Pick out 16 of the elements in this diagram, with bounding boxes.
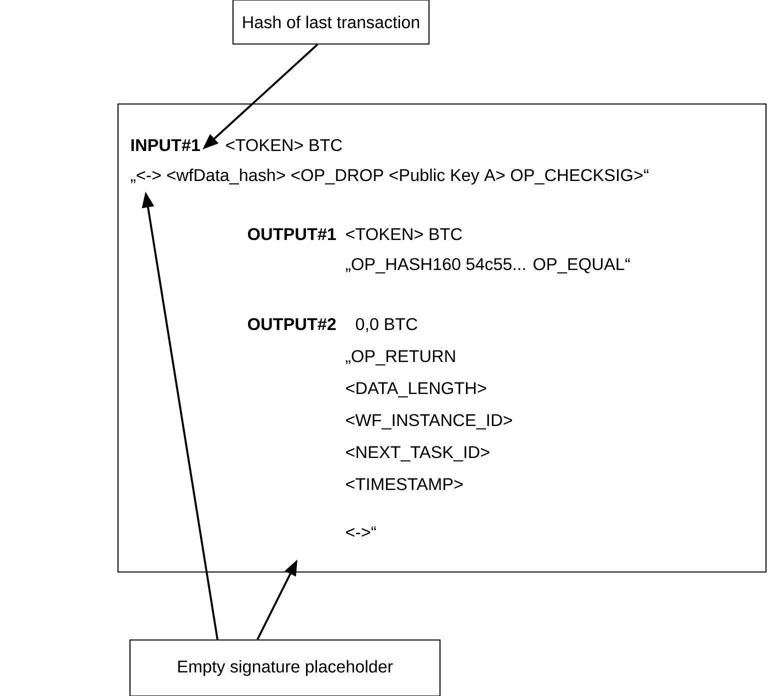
- script-text: „OP_RETURN: [346, 350, 455, 366]
- script-text: <TIMESTAMP>: [346, 478, 463, 490]
- section-heading: OUTPUT#2: [248, 318, 336, 330]
- script-text: <TOKEN> BTC: [346, 228, 462, 240]
- callout-box: Empty signature placeholder: [129, 639, 441, 696]
- script-text: <->“: [346, 526, 376, 537]
- script-text: <DATA_LENGTH>: [346, 382, 486, 398]
- script-text: 0,0 BTC: [356, 318, 418, 332]
- script-text: „OP_HASH160 54c55... OP_EQUAL“: [346, 258, 630, 274]
- callout-box: Hash of last transaction: [232, 0, 430, 45]
- script-text: „<-> <wfData_hash> <OP_DROP <Public Key A> OP_CHECKSIG>“: [130, 168, 648, 185]
- section-heading: OUTPUT#1: [248, 228, 336, 240]
- script-text: <WF_INSTANCE_ID>: [346, 414, 512, 430]
- script-text: <TOKEN> BTC: [226, 139, 342, 152]
- section-heading: INPUT#1: [131, 139, 200, 152]
- script-text: <NEXT_TASK_ID>: [346, 446, 490, 462]
